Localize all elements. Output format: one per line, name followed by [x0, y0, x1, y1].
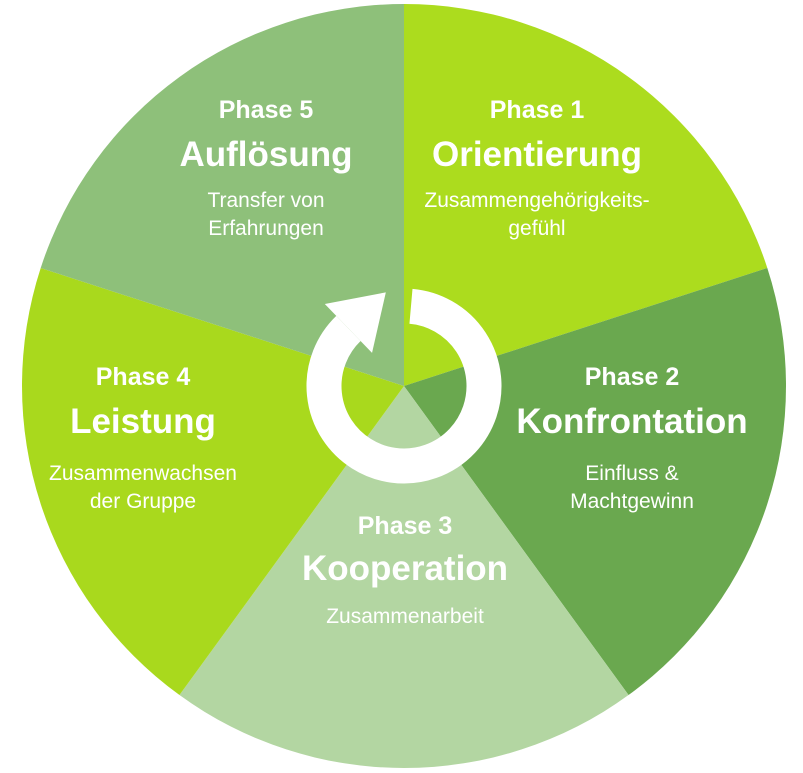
circular-arrow-icon [306, 288, 502, 484]
phase-number: Phase 5 [218, 96, 314, 124]
phase-3-slice [179, 386, 629, 768]
phase-1-label: Phase 1 Orientierung Zusammengehörigkeit… [424, 96, 649, 243]
phase-2-label: Phase 2 Konfrontation Einfluss &Machtgew… [516, 363, 747, 516]
phase-desc: Zusammenarbeit [326, 605, 484, 628]
phase-3-label: Phase 3 Kooperation Zusammenarbeit [302, 512, 508, 631]
phase-number: Phase 3 [357, 512, 453, 540]
phase-1-slice [404, 4, 768, 386]
phase-5-slice [40, 4, 404, 386]
phase-desc: Einfluss &Machtgewinn [570, 462, 694, 513]
phase-number: Phase 2 [584, 363, 680, 391]
phase-title: Leistung [70, 402, 216, 441]
phase-number: Phase 4 [95, 363, 191, 391]
phase-number: Phase 1 [489, 96, 585, 124]
phase-title: Orientierung [431, 135, 643, 174]
phase-title: Kooperation [301, 549, 509, 588]
phase-title: Konfrontation [516, 402, 748, 441]
phase-title: Auflösung [179, 135, 353, 174]
phase-desc: Zusammengehörigkeits-gefühl [424, 189, 650, 240]
